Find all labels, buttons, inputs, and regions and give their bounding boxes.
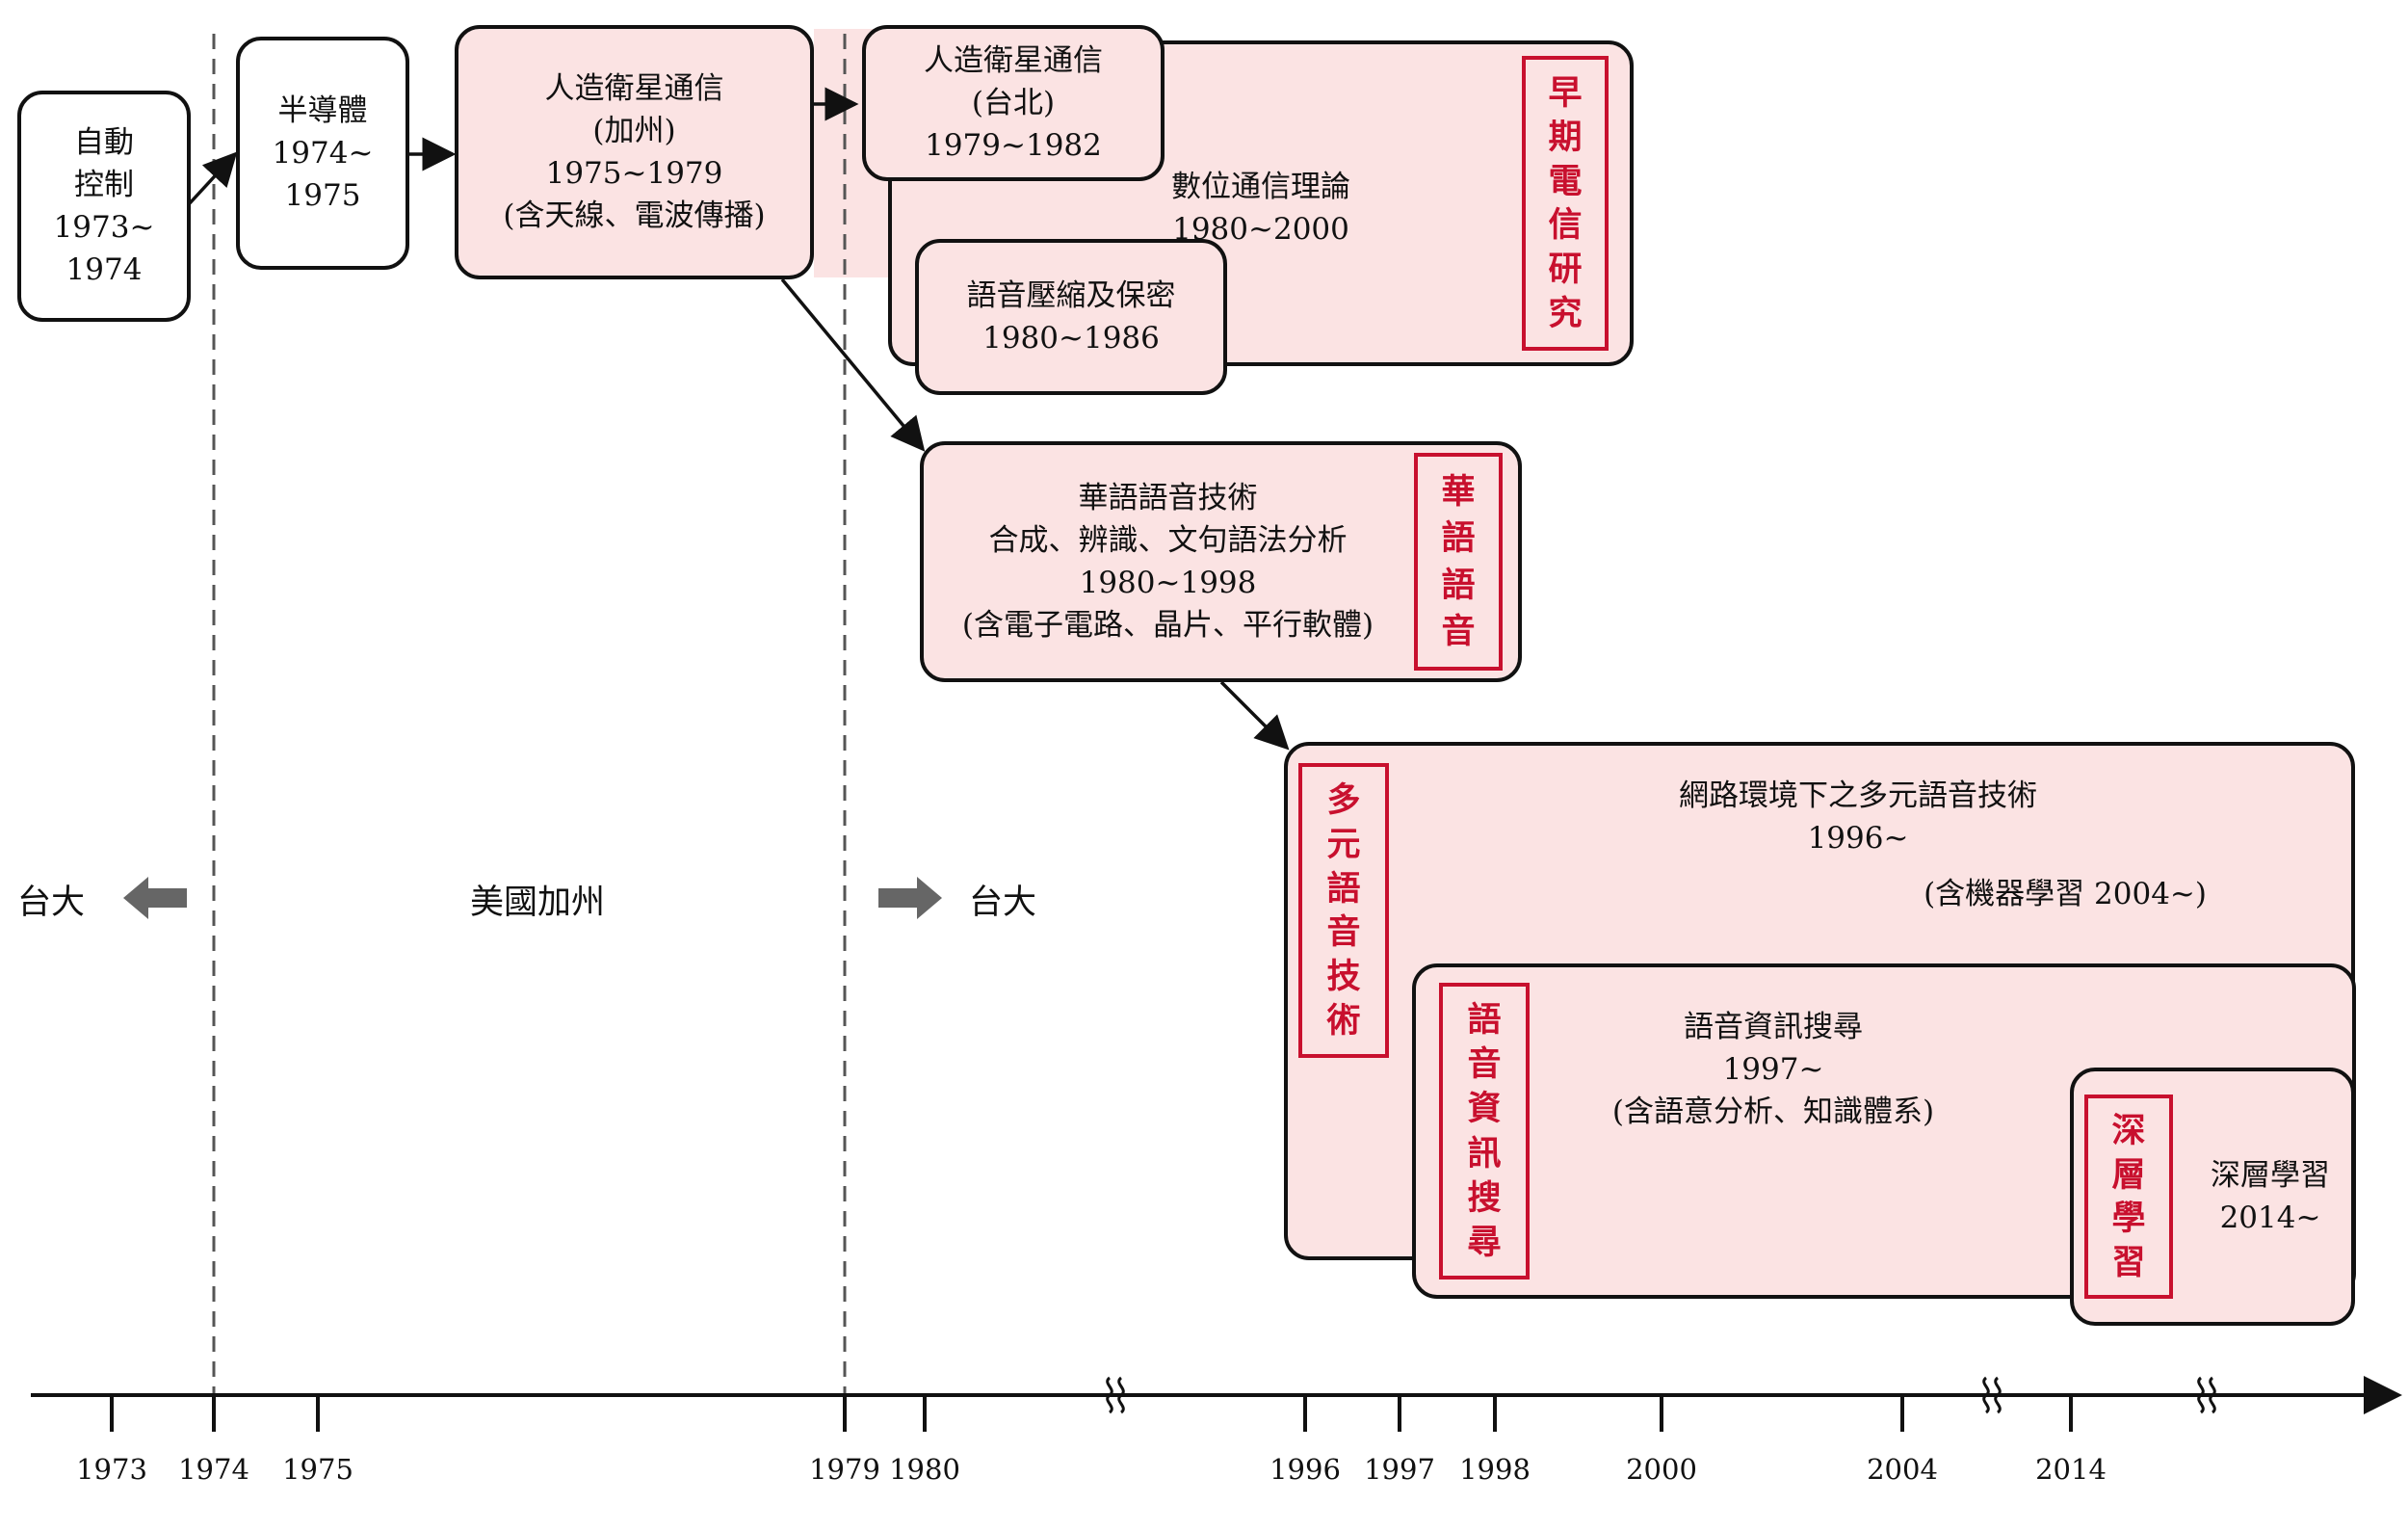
axis-ticks bbox=[110, 1395, 2073, 1432]
stamp-early-telecom: 早 期 電 信 研 究 bbox=[1522, 56, 1609, 351]
box-satellite-california: 人造衛星通信 (加州) 1975~1979 (含天線、電波傳播) bbox=[455, 25, 814, 279]
region-california: 美國加州 bbox=[470, 884, 606, 922]
year-label-2000: 2000 bbox=[1626, 1453, 1697, 1486]
year-label-2014: 2014 bbox=[2035, 1453, 2107, 1486]
year-label-1974: 1974 bbox=[178, 1453, 249, 1486]
stamp-speech-retrieval: 語 音 資 訊 搜 尋 bbox=[1439, 983, 1530, 1279]
region-ntu-right: 台大 bbox=[969, 884, 1037, 922]
right-arrow-icon bbox=[878, 877, 942, 919]
year-label-1980: 1980 bbox=[889, 1453, 960, 1486]
box-satellite-taipei: 人造衛星通信 (台北) 1979~1982 bbox=[862, 25, 1165, 181]
stamp-multi-speech: 多 元 語 音 技 術 bbox=[1298, 763, 1389, 1058]
year-label-1998: 1998 bbox=[1459, 1453, 1531, 1486]
box-auto-control: 自動 控制 1973~ 1974 bbox=[17, 91, 191, 322]
arrow-sat-to-mandarin bbox=[780, 277, 926, 452]
arrow-mandarin-to-multi bbox=[1219, 680, 1290, 751]
arrow-auto-to-semi bbox=[187, 151, 238, 206]
year-label-1979: 1979 bbox=[809, 1453, 880, 1486]
stamp-deep-learning: 深 層 學 習 bbox=[2084, 1095, 2173, 1299]
break-icon-3 bbox=[2197, 1376, 2205, 1414]
break-icon-1 bbox=[1106, 1376, 1113, 1414]
year-label-1975: 1975 bbox=[282, 1453, 353, 1486]
year-label-1996: 1996 bbox=[1269, 1453, 1341, 1486]
break-icon-2 bbox=[1982, 1376, 1990, 1414]
region-ntu-left: 台大 bbox=[17, 884, 86, 922]
stamp-mandarin: 華 語 語 音 bbox=[1414, 453, 1503, 671]
left-arrow-icon bbox=[123, 877, 187, 919]
year-label-1997: 1997 bbox=[1364, 1453, 1435, 1486]
box-semiconductor: 半導體 1974~ 1975 bbox=[236, 37, 409, 270]
axis-break-icons bbox=[1106, 1376, 2216, 1414]
year-label-2004: 2004 bbox=[1867, 1453, 1938, 1486]
box-speech-compression: 語音壓縮及保密 1980~1986 bbox=[915, 239, 1227, 395]
year-label-1973: 1973 bbox=[76, 1453, 147, 1486]
